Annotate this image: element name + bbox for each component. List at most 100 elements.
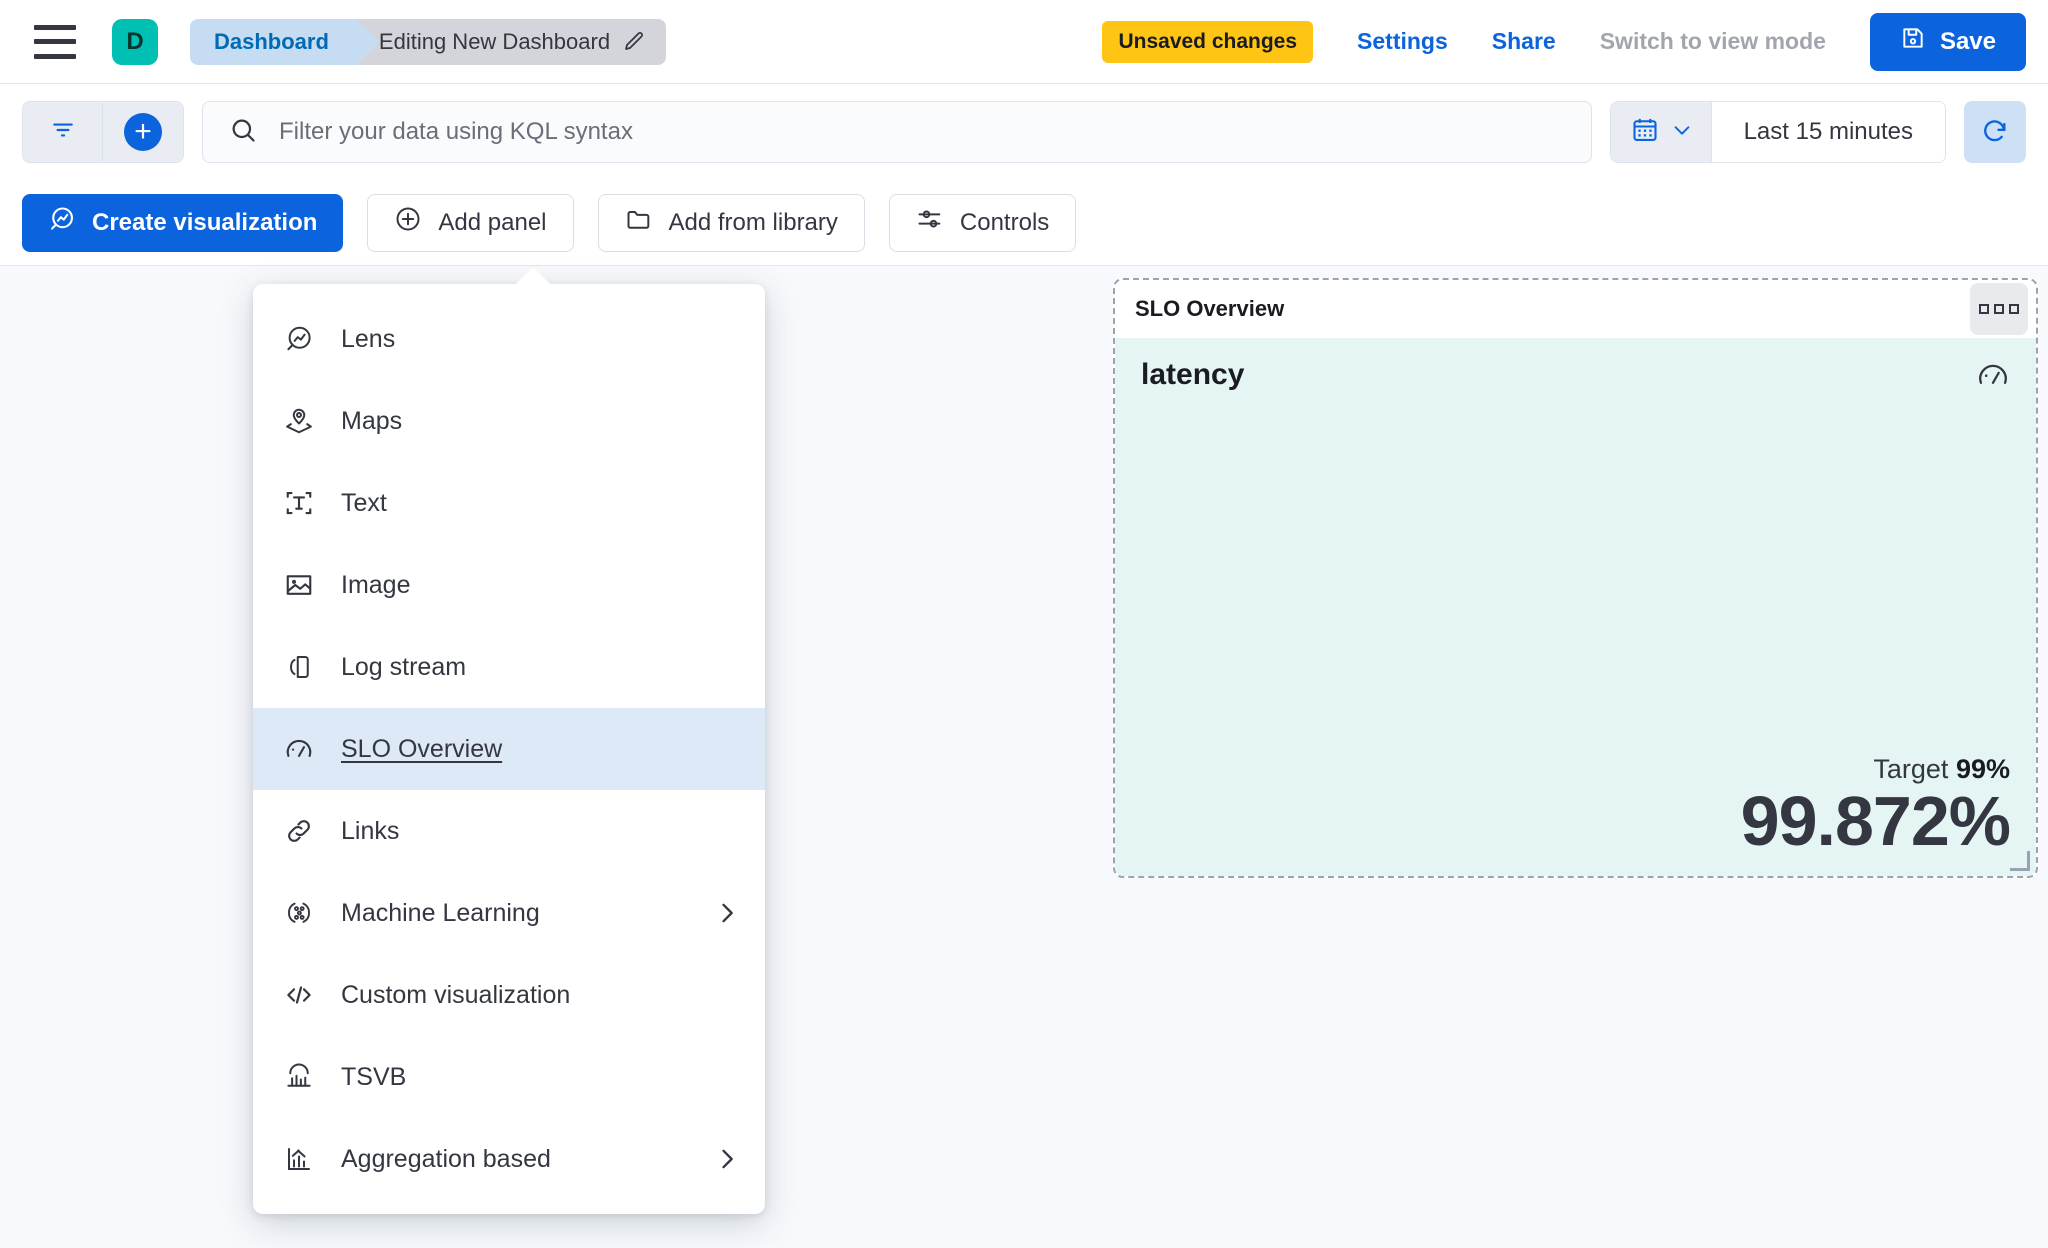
- slo-name: latency: [1141, 358, 1245, 391]
- image-icon: [283, 569, 315, 601]
- unsaved-changes-badge[interactable]: Unsaved changes: [1102, 20, 1314, 63]
- menu-item-custom-visualization[interactable]: Custom visualization: [253, 954, 765, 1036]
- menu-item-tsvb[interactable]: TSVB: [253, 1036, 765, 1118]
- panel-menu-square: [2009, 304, 2019, 314]
- breadcrumb-editing-dashboard[interactable]: Editing New Dashboard: [336, 18, 667, 65]
- gauge-icon: [283, 733, 315, 765]
- text-box-icon: [283, 487, 315, 519]
- menu-item-label: Image: [341, 570, 411, 599]
- slo-target-value: 99%: [1955, 753, 2010, 784]
- filter-options-button[interactable]: [23, 102, 103, 162]
- menu-item-lens[interactable]: Lens: [253, 298, 765, 380]
- menu-item-label: SLO Overview: [341, 734, 503, 763]
- tsvb-bars-icon: [283, 1061, 315, 1093]
- settings-link[interactable]: Settings: [1357, 28, 1448, 54]
- resize-corner-icon[interactable]: [2010, 851, 2030, 871]
- chevron-right-icon: [713, 899, 741, 927]
- date-quick-select-button[interactable]: [1610, 102, 1712, 162]
- add-from-library-label: Add from library: [668, 208, 838, 236]
- save-disk-icon: [1900, 25, 1926, 58]
- app-header: D Dashboard Editing New Dashboard Unsave…: [0, 0, 2048, 84]
- refresh-icon: [1981, 117, 2009, 148]
- plus-circle-outline-icon: [394, 205, 422, 240]
- filter-controls-group: +: [22, 101, 184, 163]
- hamburger-bar: [34, 53, 76, 59]
- pencil-icon[interactable]: [622, 30, 646, 54]
- search-icon: [229, 116, 257, 149]
- panel-menu-square: [1994, 304, 2004, 314]
- menu-item-label: Lens: [341, 324, 396, 353]
- chevron-down-icon: [1671, 119, 1693, 146]
- slo-panel-body: latency Target 99% 99.872%: [1115, 338, 2036, 876]
- add-panel-button[interactable]: Add panel: [367, 193, 574, 252]
- space-avatar-letter: D: [126, 27, 144, 55]
- controls-button[interactable]: Controls: [888, 193, 1077, 252]
- map-marker-layers-icon: [283, 405, 315, 437]
- panel-menu-square: [1979, 304, 1989, 314]
- menu-item-links[interactable]: Links: [253, 790, 765, 872]
- breadcrumb: Dashboard Editing New Dashboard: [190, 18, 667, 65]
- panel-title: SLO Overview: [1135, 296, 1285, 321]
- save-button[interactable]: Save: [1869, 12, 2026, 71]
- lens-icon: [283, 323, 315, 355]
- controls-label: Controls: [959, 208, 1050, 236]
- panel-body-spacer: [1141, 392, 2010, 754]
- add-panel-label: Add panel: [438, 208, 547, 236]
- menu-item-label: Aggregation based: [341, 1144, 551, 1173]
- breadcrumb-editing-label: Editing New Dashboard: [378, 28, 611, 54]
- hamburger-bar: [34, 39, 76, 44]
- time-range-display[interactable]: Last 15 minutes: [1711, 102, 1945, 162]
- share-link[interactable]: Share: [1491, 28, 1556, 54]
- menu-item-maps[interactable]: Maps: [253, 380, 765, 462]
- chevron-right-icon: [713, 1145, 741, 1173]
- log-stream-icon: [283, 651, 315, 683]
- hamburger-menu-icon[interactable]: [34, 24, 76, 59]
- machine-learning-icon: [283, 897, 315, 929]
- aggregation-chart-icon: [283, 1143, 315, 1175]
- panel-header: SLO Overview: [1115, 280, 2036, 338]
- add-panel-menu: Lens Maps Text: [253, 267, 765, 1214]
- edit-toolbar: Create visualization Add panel Add from …: [0, 180, 2048, 266]
- menu-item-label: Maps: [341, 406, 403, 435]
- slo-target-label: Target: [1873, 753, 1949, 784]
- menu-item-label: Log stream: [341, 652, 467, 681]
- header-actions: Unsaved changes Settings Share Switch to…: [1102, 12, 2026, 71]
- menu-item-log-stream[interactable]: Log stream: [253, 626, 765, 708]
- menu-item-aggregation-based[interactable]: Aggregation based: [253, 1118, 765, 1200]
- menu-item-label: Links: [341, 816, 400, 845]
- link-icon: [283, 815, 315, 847]
- menu-item-slo-overview[interactable]: SLO Overview: [253, 708, 765, 790]
- add-from-library-button[interactable]: Add from library: [597, 193, 865, 252]
- space-avatar[interactable]: D: [112, 18, 158, 65]
- panel-context-menu-icon[interactable]: [1970, 283, 2028, 335]
- dashboard-canvas: Lens Maps Text: [0, 266, 2048, 1248]
- menu-item-text[interactable]: Text: [253, 462, 765, 544]
- hamburger-bar: [34, 24, 76, 30]
- calendar-icon: [1631, 116, 1659, 149]
- search-input-placeholder: Filter your data using KQL syntax: [279, 118, 633, 145]
- menu-item-image[interactable]: Image: [253, 544, 765, 626]
- menu-item-label: Machine Learning: [341, 898, 540, 927]
- breadcrumb-dashboard[interactable]: Dashboard: [190, 18, 379, 65]
- refresh-button[interactable]: [1964, 101, 2026, 163]
- query-bar: + Filter your data using KQL syntax: [0, 84, 2048, 180]
- menu-item-machine-learning[interactable]: Machine Learning: [253, 872, 765, 954]
- gauge-icon: [1976, 358, 2010, 397]
- filter-icon: [50, 117, 76, 148]
- create-visualization-button[interactable]: Create visualization: [22, 193, 344, 252]
- controls-sliders-icon: [916, 205, 944, 240]
- add-filter-button[interactable]: +: [103, 102, 183, 162]
- create-visualization-label: Create visualization: [92, 208, 318, 236]
- date-picker-group: Last 15 minutes: [1609, 101, 1946, 163]
- switch-to-view-mode-link[interactable]: Switch to view mode: [1599, 28, 1826, 54]
- menu-item-label: TSVB: [341, 1062, 407, 1091]
- breadcrumb-dashboard-label: Dashboard: [214, 28, 329, 54]
- save-button-label: Save: [1939, 27, 1996, 55]
- slo-target: Target 99%: [1141, 754, 2010, 785]
- code-brackets-icon: [283, 979, 315, 1011]
- folder-icon: [625, 205, 653, 240]
- plus-circle-icon: +: [124, 113, 162, 151]
- search-input[interactable]: Filter your data using KQL syntax: [202, 101, 1592, 163]
- lens-icon: [48, 205, 76, 240]
- slo-overview-panel[interactable]: SLO Overview latency Target 99%: [1113, 278, 2038, 878]
